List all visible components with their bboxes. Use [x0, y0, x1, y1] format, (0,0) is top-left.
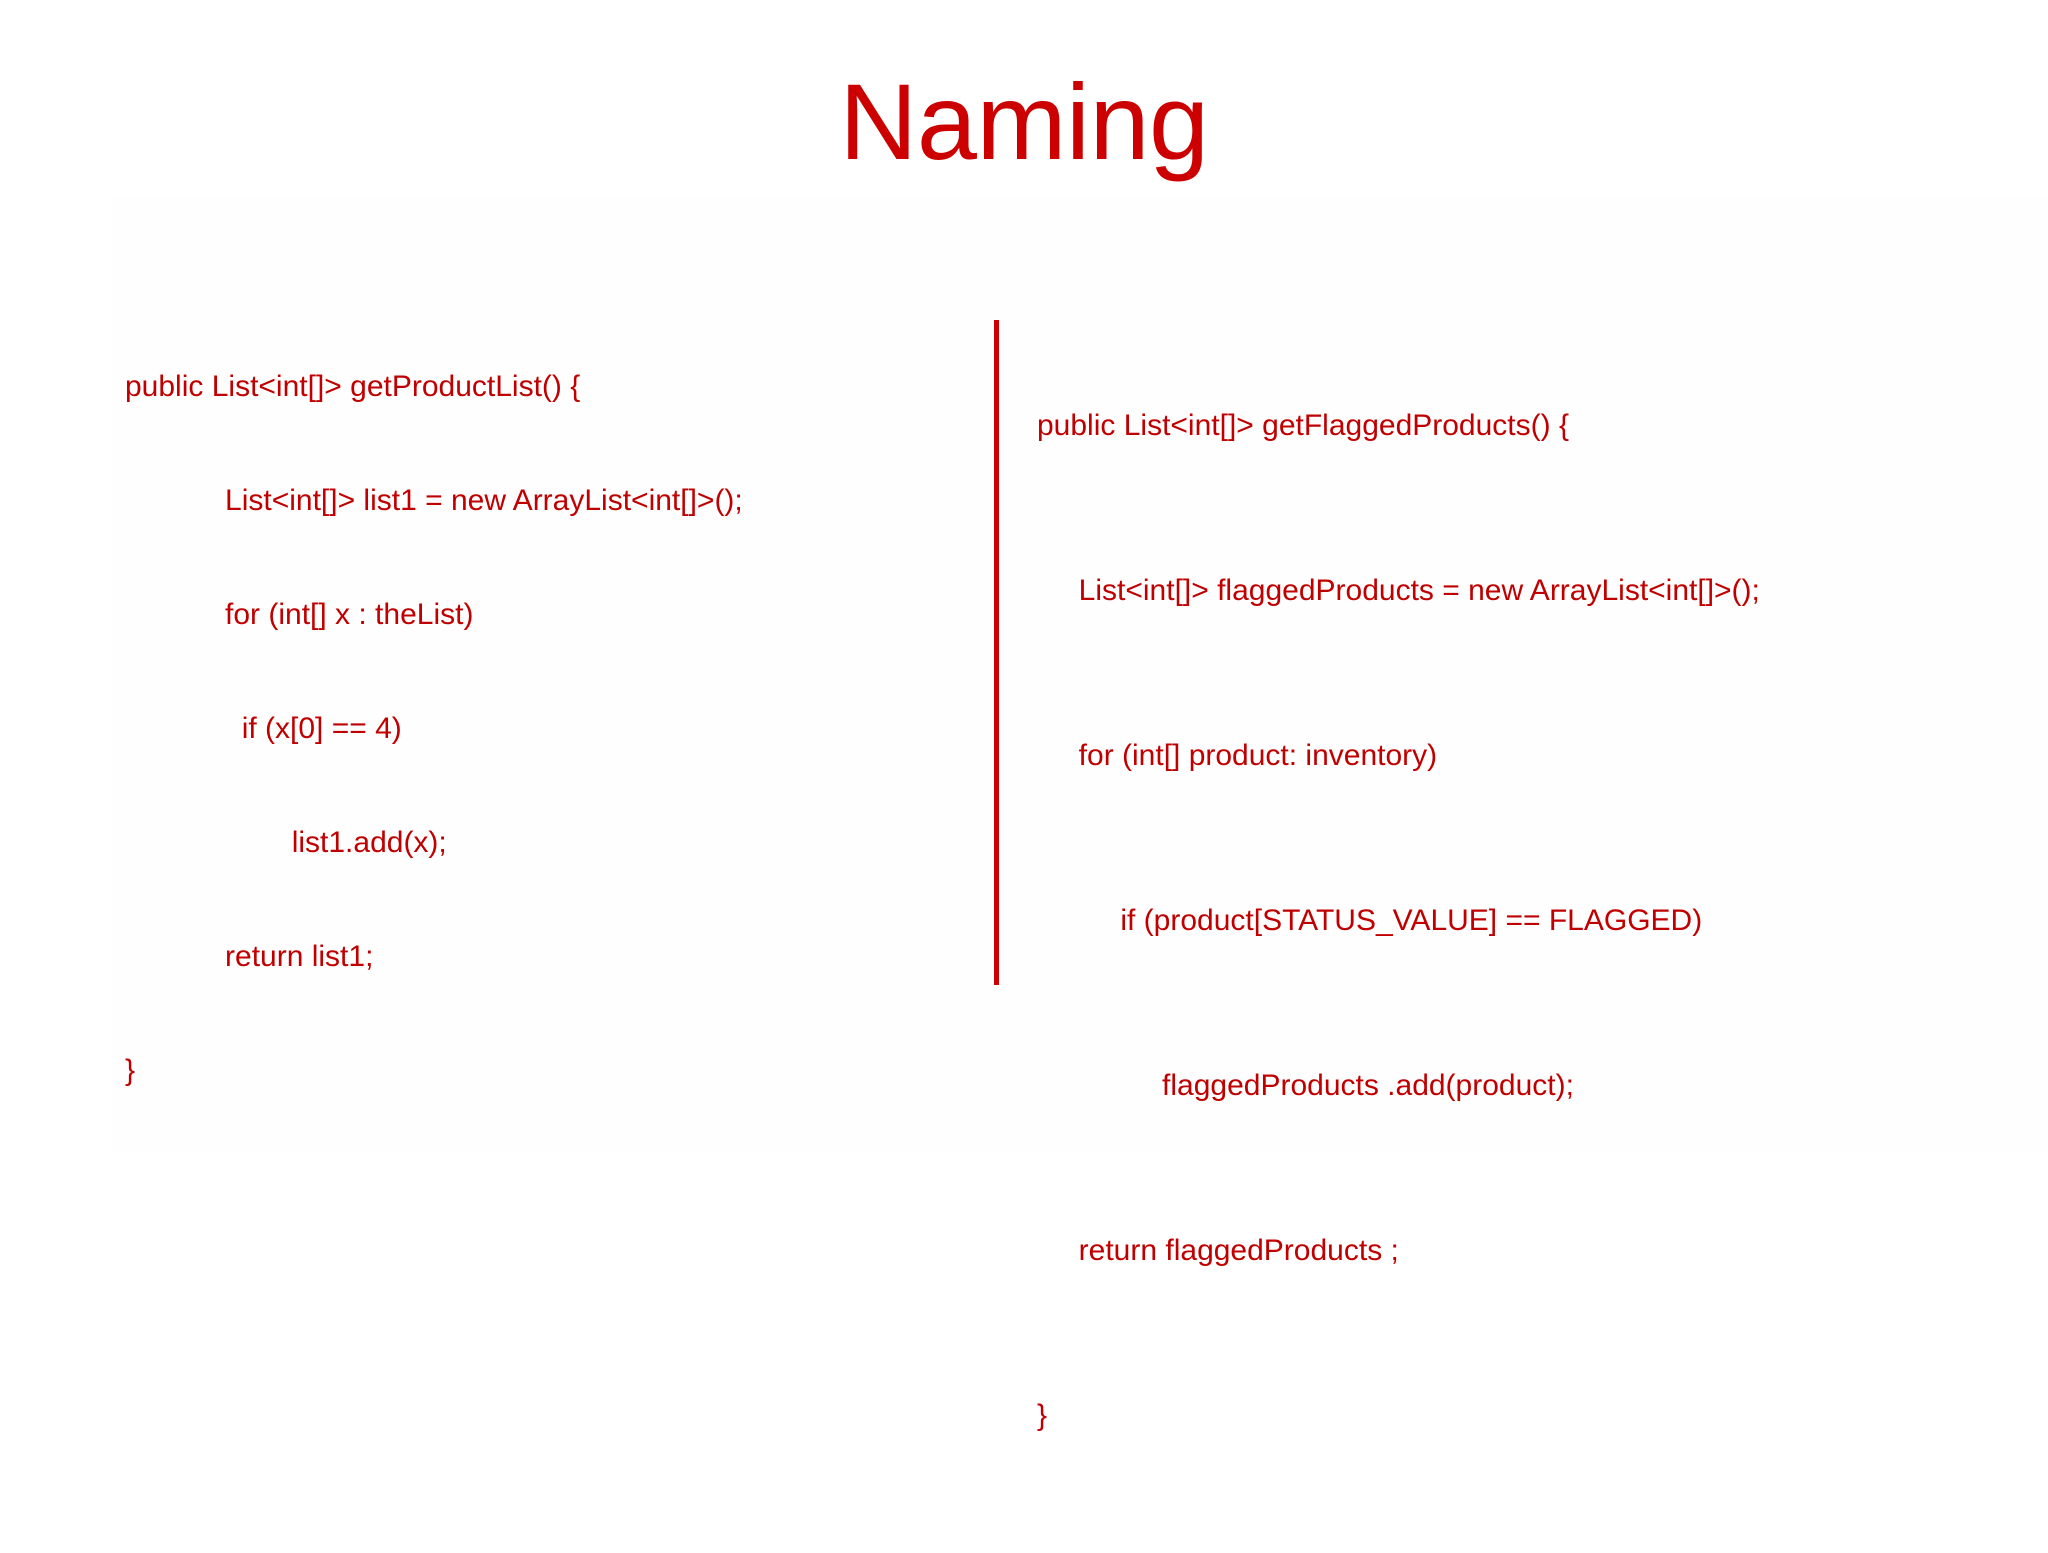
- code-line: public List<int[]> getProductList() {: [125, 370, 581, 403]
- vertical-divider: [994, 320, 999, 985]
- code-line: public List<int[]> getFlaggedProducts() …: [1037, 409, 1569, 442]
- code-line: List<int[]> list1 = new ArrayList<int[]>…: [125, 484, 743, 517]
- code-line: for (int[] product: inventory): [1037, 739, 1438, 772]
- code-line: return list1;: [125, 940, 374, 973]
- code-line: return flaggedProducts ;: [1037, 1234, 1399, 1267]
- page-title: Naming: [839, 61, 1209, 182]
- code-line: list1.add(x);: [125, 826, 447, 859]
- slide-canvas: Naming public List<int[]> getProductList…: [113, 61, 2048, 1432]
- code-block-right: public List<int[]> getFlaggedProducts() …: [1037, 288, 1760, 1553]
- content-placeholder-panel: [113, 196, 2048, 1152]
- code-line: flaggedProducts .add(product);: [1037, 1069, 1574, 1102]
- code-line: if (product[STATUS_VALUE] == FLAGGED): [1037, 904, 1703, 937]
- code-line: }: [125, 1054, 136, 1087]
- code-line: for (int[] x : theList): [125, 598, 474, 631]
- code-line: }: [1037, 1399, 1048, 1432]
- code-line: if (x[0] == 4): [125, 712, 402, 745]
- code-block-left: public List<int[]> getProductList() { Li…: [125, 292, 743, 1166]
- code-line: List<int[]> flaggedProducts = new ArrayL…: [1037, 574, 1760, 607]
